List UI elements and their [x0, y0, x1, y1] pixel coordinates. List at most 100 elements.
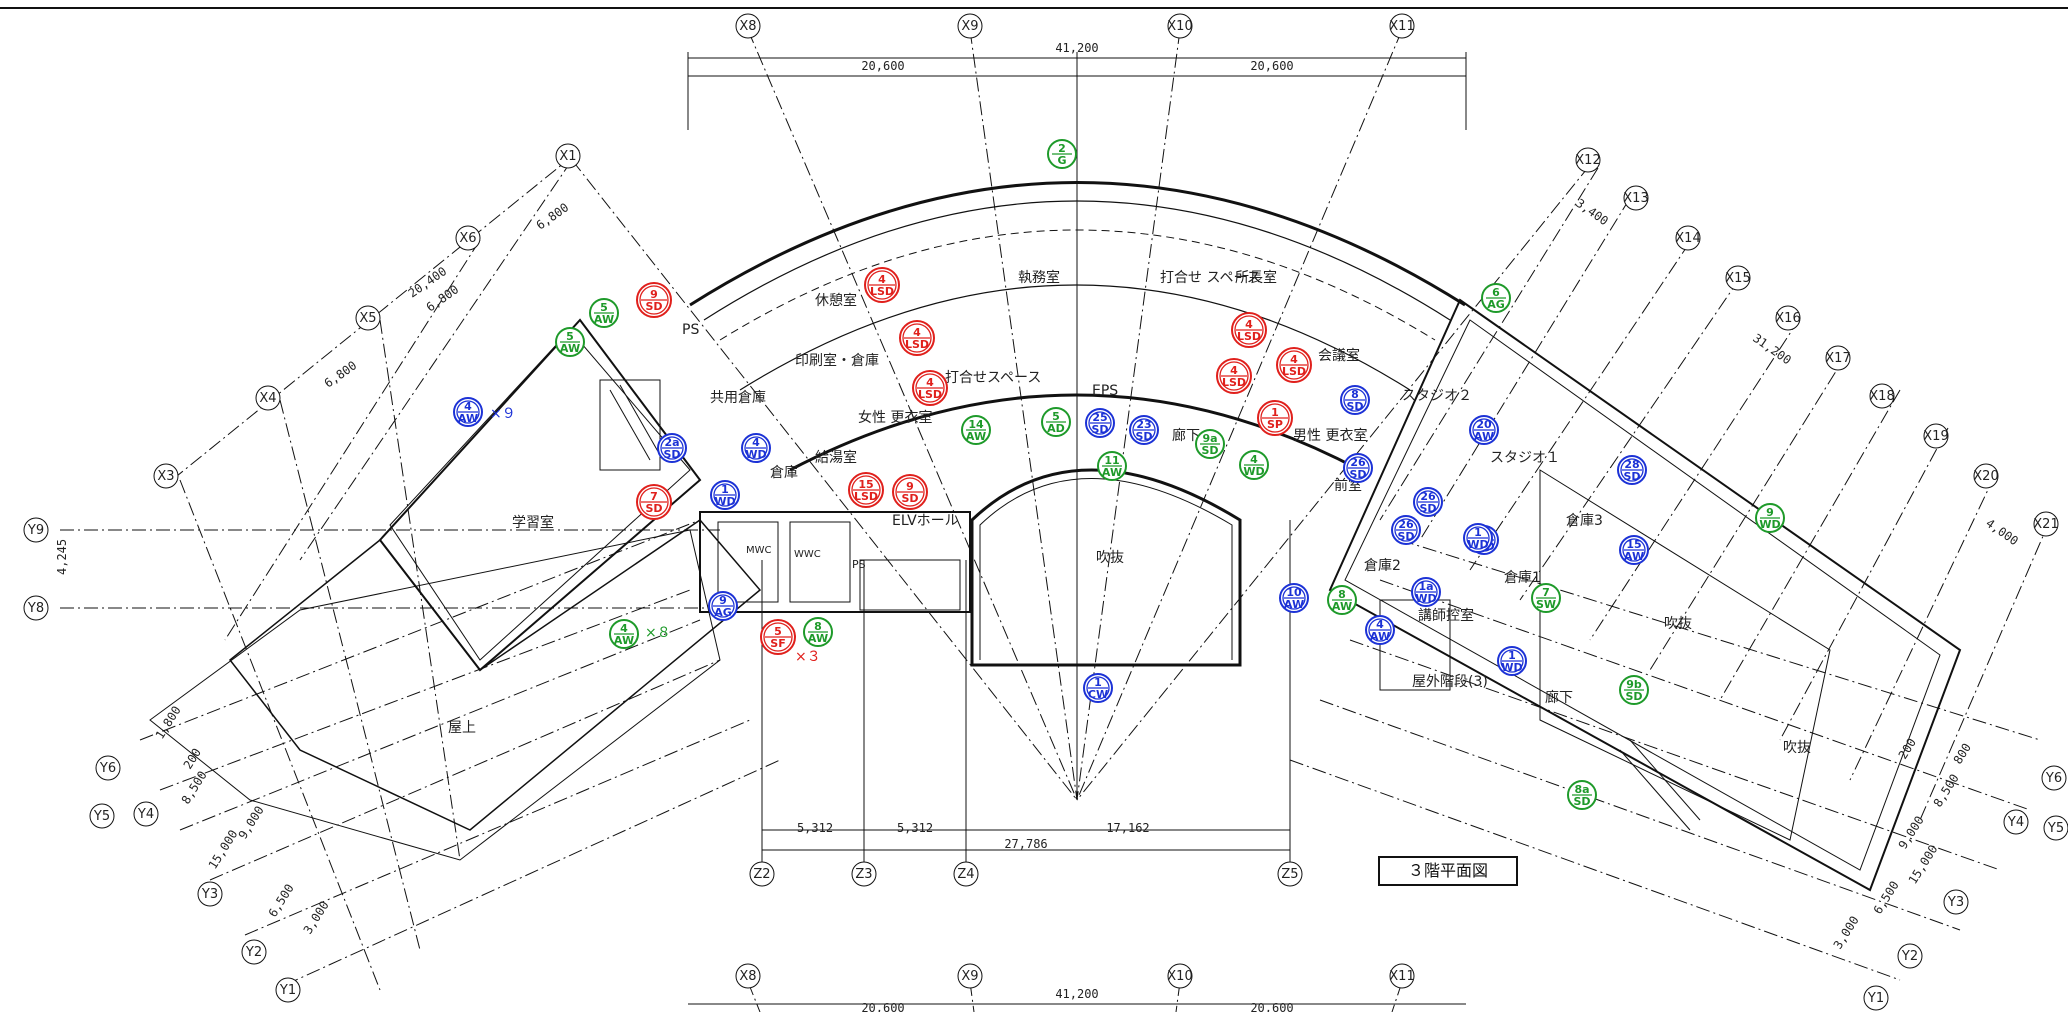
fixture-tag-blue-1-cw: 1CW — [1083, 673, 1113, 703]
svg-text:25: 25 — [1092, 411, 1107, 424]
svg-text:8a: 8a — [1574, 783, 1589, 796]
svg-text:6: 6 — [1492, 286, 1500, 299]
grid-axis-bottom_repeat-x11: X11 — [1389, 963, 1415, 989]
grid-axis-right-x14: X14 — [1675, 225, 1701, 251]
fixture-tag-blue-1-wd: 1WD — [1463, 523, 1493, 553]
svg-text:X8: X8 — [739, 19, 756, 34]
svg-text:9: 9 — [1766, 506, 1774, 519]
room-fukinuki-right1: 吹抜 — [1664, 616, 1692, 632]
svg-text:SD: SD — [1135, 430, 1152, 443]
grid-axis-y_left-y9: Y9 — [23, 517, 49, 543]
dim-bottom-repeat-right: 20,600 — [1250, 1001, 1293, 1012]
svg-text:AW: AW — [1370, 630, 1390, 643]
grid-axis-top-x10: X10 — [1167, 13, 1193, 39]
svg-text:LSD: LSD — [870, 285, 894, 298]
room-kyukei: 休憩室 — [815, 292, 857, 309]
grid-axis-left-x6: X6 — [455, 225, 481, 251]
svg-text:X11: X11 — [1389, 19, 1414, 34]
dim-left-span-1: 6,800 — [534, 200, 572, 232]
fixture-tags: 9SD5AW5AW4AW2aSD4WD7SD1WD9AG4AW5SF8AW4LS… — [453, 139, 1785, 810]
svg-text:4: 4 — [1290, 353, 1298, 366]
room-ps-mid: PS — [852, 558, 866, 571]
svg-text:SD: SD — [1091, 423, 1108, 436]
fixture-tag-green-2-g: 2G — [1047, 139, 1077, 169]
multiplier-aw-green: ×８ — [645, 625, 671, 641]
fixture-tag-green-4-wd: 4WD — [1239, 450, 1269, 480]
fixture-tag-green-6-ag: 6AG — [1481, 283, 1511, 313]
svg-text:4: 4 — [752, 436, 760, 449]
dim-br-4: 9,000 — [1896, 814, 1927, 852]
svg-text:Y3: Y3 — [201, 887, 218, 902]
svg-text:8: 8 — [1351, 388, 1359, 401]
svg-text:X15: X15 — [1725, 271, 1750, 286]
svg-text:4: 4 — [464, 400, 472, 413]
dim-br-3: 8,500 — [1931, 772, 1962, 810]
svg-text:AW: AW — [458, 412, 478, 425]
svg-text:G: G — [1057, 154, 1066, 167]
top-dimension-lines — [687, 52, 1467, 1005]
svg-text:SD: SD — [1419, 502, 1436, 515]
dim-bottom-z1: 5,312 — [797, 821, 833, 835]
svg-text:WD: WD — [1467, 538, 1488, 551]
svg-text:X8: X8 — [739, 969, 756, 984]
svg-text:Y5: Y5 — [2047, 821, 2064, 836]
svg-text:AG: AG — [1487, 298, 1505, 311]
svg-text:1: 1 — [1474, 526, 1482, 539]
grid-axis-y_bottom_left-y2: Y2 — [241, 939, 267, 965]
room-elv-hall: ELVホール — [892, 513, 959, 529]
fixture-tag-blue-1-wd: 1WD — [1497, 646, 1527, 676]
grid-axis-y_bottom_left-y4: Y4 — [133, 801, 159, 827]
room-rouka: 廊下 — [1172, 427, 1200, 444]
dim-right-span: 3,400 — [1573, 196, 1611, 228]
svg-text:LSD: LSD — [1222, 376, 1246, 389]
svg-text:X18: X18 — [1869, 389, 1894, 404]
grid-axis-y_bottom_right-y4: Y4 — [2003, 809, 2029, 835]
dim-bottom-repeat-left: 20,600 — [861, 1001, 904, 1012]
svg-text:SD: SD — [1573, 795, 1590, 808]
grid-axis-y_left-y8: Y8 — [23, 595, 49, 621]
svg-text:5: 5 — [1052, 410, 1060, 423]
grid-axis-right-x18: X18 — [1869, 383, 1895, 409]
svg-text:20: 20 — [1476, 418, 1492, 431]
svg-text:4: 4 — [913, 326, 921, 339]
dim-bl-5: 15,000 — [206, 827, 241, 871]
room-eps: EPS — [1092, 383, 1118, 399]
svg-text:CW: CW — [1088, 688, 1108, 701]
svg-text:WD: WD — [1415, 592, 1436, 605]
svg-text:AW: AW — [808, 632, 828, 645]
svg-text:SF: SF — [770, 637, 785, 650]
svg-text:Y2: Y2 — [245, 945, 262, 960]
right-wing-grid — [1289, 167, 2051, 981]
svg-text:X9: X9 — [961, 969, 978, 984]
room-uchiawase2: 打合せスペース — [945, 369, 1041, 386]
svg-text:X13: X13 — [1623, 191, 1648, 206]
svg-text:SD: SD — [645, 502, 662, 515]
fixture-tag-green-8-aw: 8AW — [803, 617, 833, 647]
svg-text:X21: X21 — [2033, 517, 2058, 532]
grid-axis-y_bottom_right-y6: Y6 — [2041, 765, 2067, 791]
grid-axis-y_bottom_left-y1: Y1 — [275, 977, 301, 1003]
svg-text:9: 9 — [906, 480, 914, 493]
svg-text:LSD: LSD — [854, 490, 878, 503]
dim-br-2: 800 — [1951, 741, 1974, 767]
svg-text:26: 26 — [1350, 456, 1366, 469]
svg-text:X1: X1 — [559, 149, 576, 164]
svg-text:AW: AW — [1474, 430, 1494, 443]
grid-axis-y_bottom_right-y3: Y3 — [1943, 889, 1969, 915]
svg-text:X10: X10 — [1167, 19, 1192, 34]
svg-text:5: 5 — [774, 625, 782, 638]
room-mwc: MWC — [746, 545, 772, 556]
grid-axis-y_bottom_left-y5: Y5 — [89, 803, 115, 829]
svg-text:26: 26 — [1398, 518, 1414, 531]
svg-text:10: 10 — [1286, 586, 1302, 599]
